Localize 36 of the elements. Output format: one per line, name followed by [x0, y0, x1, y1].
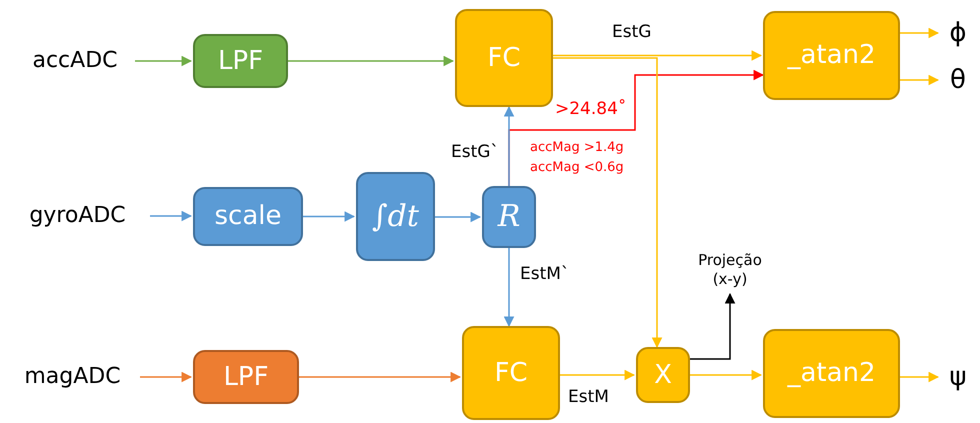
condition-note: accMag >1.4g — [530, 140, 624, 155]
process-box: X — [636, 347, 690, 403]
arrow — [504, 248, 514, 328]
arrow — [299, 372, 462, 382]
arrow — [900, 74, 940, 86]
signal-label: magADC — [5, 361, 140, 393]
process-box: R — [482, 186, 536, 248]
arrow — [150, 210, 192, 222]
arrow — [140, 372, 192, 382]
arrow — [504, 106, 514, 186]
signal-label: accADC — [15, 45, 135, 77]
process-box: scale — [193, 187, 303, 246]
process-box: _atan2 — [763, 329, 900, 418]
arrow — [900, 372, 940, 382]
arrow — [135, 56, 192, 66]
arrow — [435, 212, 482, 222]
process-box: FC — [462, 326, 560, 420]
output-symbol: ϕ — [940, 17, 976, 49]
signal-label: gyroADC — [5, 200, 150, 232]
arrow — [900, 28, 940, 38]
signal-label: Projeção (x-y) — [688, 246, 772, 294]
arrow — [303, 211, 356, 222]
output-symbol: ψ — [940, 361, 976, 393]
arrow — [553, 50, 762, 61]
process-box: FC — [455, 9, 553, 107]
arrow — [690, 292, 736, 360]
process-box: LPF — [193, 34, 288, 88]
arrow — [288, 56, 454, 66]
process-box: LPF — [193, 350, 299, 404]
arrow — [553, 57, 662, 348]
condition-note: accMag <0.6g — [530, 160, 624, 175]
process-box: ∫dt — [356, 172, 435, 261]
arrow — [560, 370, 636, 380]
process-box: _atan2 — [763, 11, 900, 100]
arrow — [690, 370, 762, 380]
output-symbol: θ — [940, 64, 976, 96]
